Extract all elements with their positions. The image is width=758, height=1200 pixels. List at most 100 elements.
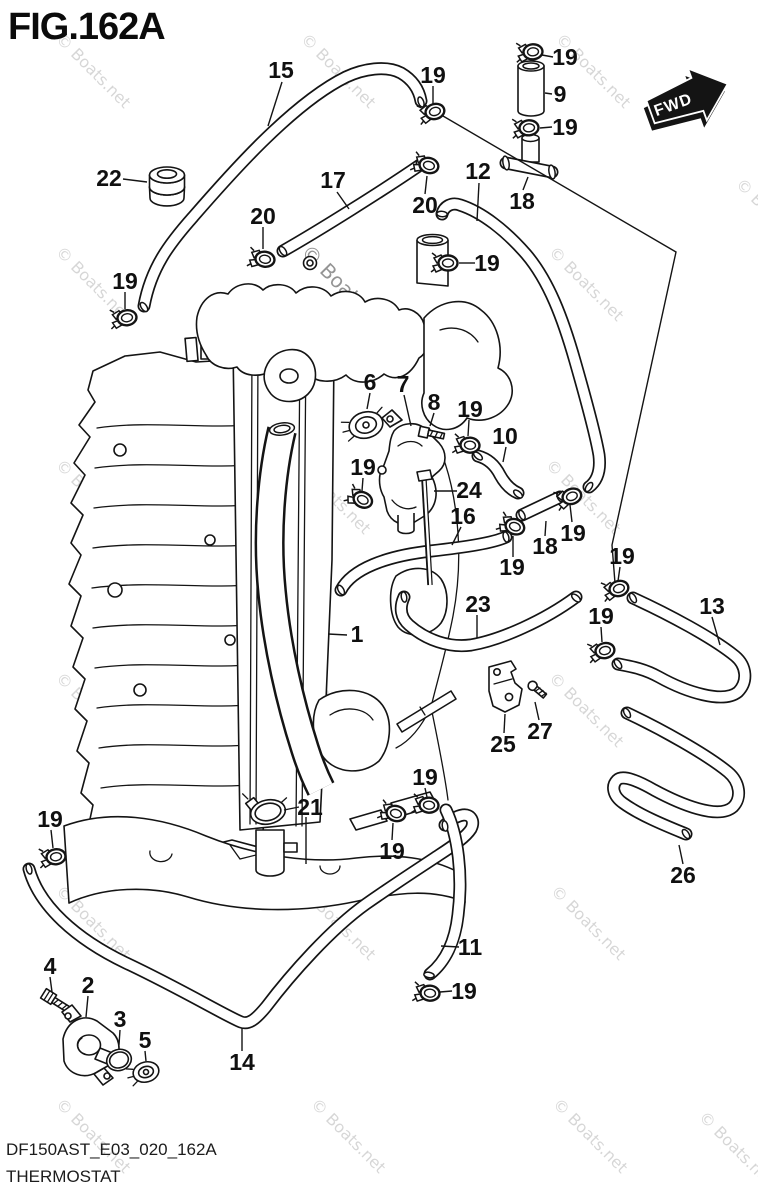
part-callout-7: 7 [397,371,410,397]
engine-detail-line [43,990,54,1003]
leader-line [144,1050,147,1062]
part-callout-6: 6 [364,369,377,395]
part-callout-15: 15 [268,57,294,83]
leader-line [440,945,460,948]
thermostat-6 [340,406,384,442]
fwd-arrow-icon: FWD [643,67,729,131]
thermostat-5 [125,1060,160,1087]
rod-24 [416,469,433,586]
hose-open-end [502,155,510,171]
hose-clamp-icon [36,844,68,870]
engine-detail-line [329,708,374,721]
hose-body [517,492,565,520]
engine-shape [416,469,433,482]
engine-detail-line [429,430,444,439]
engine-shape [421,300,513,431]
leader-line [451,526,462,546]
engine-shape [306,259,314,267]
leader-line [49,976,53,993]
hose-open-end [423,971,435,979]
engine-shape [312,689,391,772]
engine-detail-line [419,706,426,716]
part-callout-9: 9 [554,81,567,107]
part-callout-27: 27 [527,718,553,744]
leader-line [403,394,412,427]
hose-body [425,805,465,979]
bracket-25 [488,660,523,713]
part-callout-19: 19 [350,454,376,480]
leader-line [534,701,540,721]
leader-line [442,115,677,584]
part-callout-20: 20 [412,192,438,218]
leader-lines [49,54,721,1062]
leader-line [476,182,480,222]
part-callout-21: 21 [297,794,323,820]
leader-line [391,822,394,841]
engine-detail-line [125,1068,138,1087]
leader-line [439,990,453,993]
leader-line [544,92,553,95]
thermostat-cap-7 [377,409,446,535]
part-callout-20: 20 [250,203,276,229]
hose-body [24,810,478,1028]
engine-shape [184,336,199,363]
part-callout-19: 19 [588,603,614,629]
engine-detail-line [77,1037,86,1055]
part-callout-13: 13 [699,593,725,619]
part-callout-5: 5 [139,1027,152,1053]
engine-detail-line [534,687,547,698]
hose-open-end [628,592,638,604]
leader-line [617,566,621,582]
small-parts [39,60,559,1087]
clamp-21 [242,793,288,826]
part-callout-18: 18 [532,533,558,559]
engine-shape [254,802,282,822]
engine-shape [517,65,545,117]
part-callout-3: 3 [114,1006,127,1032]
watermark-text: © Boats.net [52,29,134,111]
part-callout-10: 10 [492,423,518,449]
figure-name: THERMOSTAT [6,1167,121,1187]
hose-open-end [681,828,691,840]
hose-open-end [421,235,444,245]
watermark-text: © Boats.net [549,1094,631,1176]
hose-body [336,532,511,595]
hose-open-end [25,863,33,875]
tube-9 [517,60,545,117]
engine-detail-line [340,406,383,442]
hose-open-end [502,531,510,543]
engine-shape [492,667,501,676]
pipe-body [257,427,333,795]
engine-shape [386,415,394,423]
bolt-27 [527,680,548,699]
leader-line [711,616,721,646]
part-callout-19: 19 [560,520,586,546]
engine-shape [224,634,236,646]
hose-open-end [518,509,526,521]
engine-shape [103,1072,111,1080]
leader-line [541,54,554,58]
hose-body [278,160,425,256]
engine-shape [108,1051,130,1069]
part-callout-8: 8 [428,389,441,415]
part-callout-16: 16 [450,503,476,529]
leader-line [122,178,148,183]
hose-open-end [336,584,346,596]
engine-shape [349,809,388,831]
part-callout-1: 1 [351,621,364,647]
hose-body [473,451,523,498]
engine-shape [107,582,123,598]
part-callout-4: 4 [44,953,57,979]
engine-detail-line [52,999,72,1013]
engine-shape [156,169,178,180]
watermark-text: © Boats.net [547,881,629,963]
part-callout-26: 26 [670,862,696,888]
leader-line [544,520,547,537]
engine-shape [362,421,370,429]
leader-line [503,713,506,734]
hose-open-end [273,424,291,434]
hose-body [613,593,750,702]
hose-clamp-icon [585,637,618,665]
